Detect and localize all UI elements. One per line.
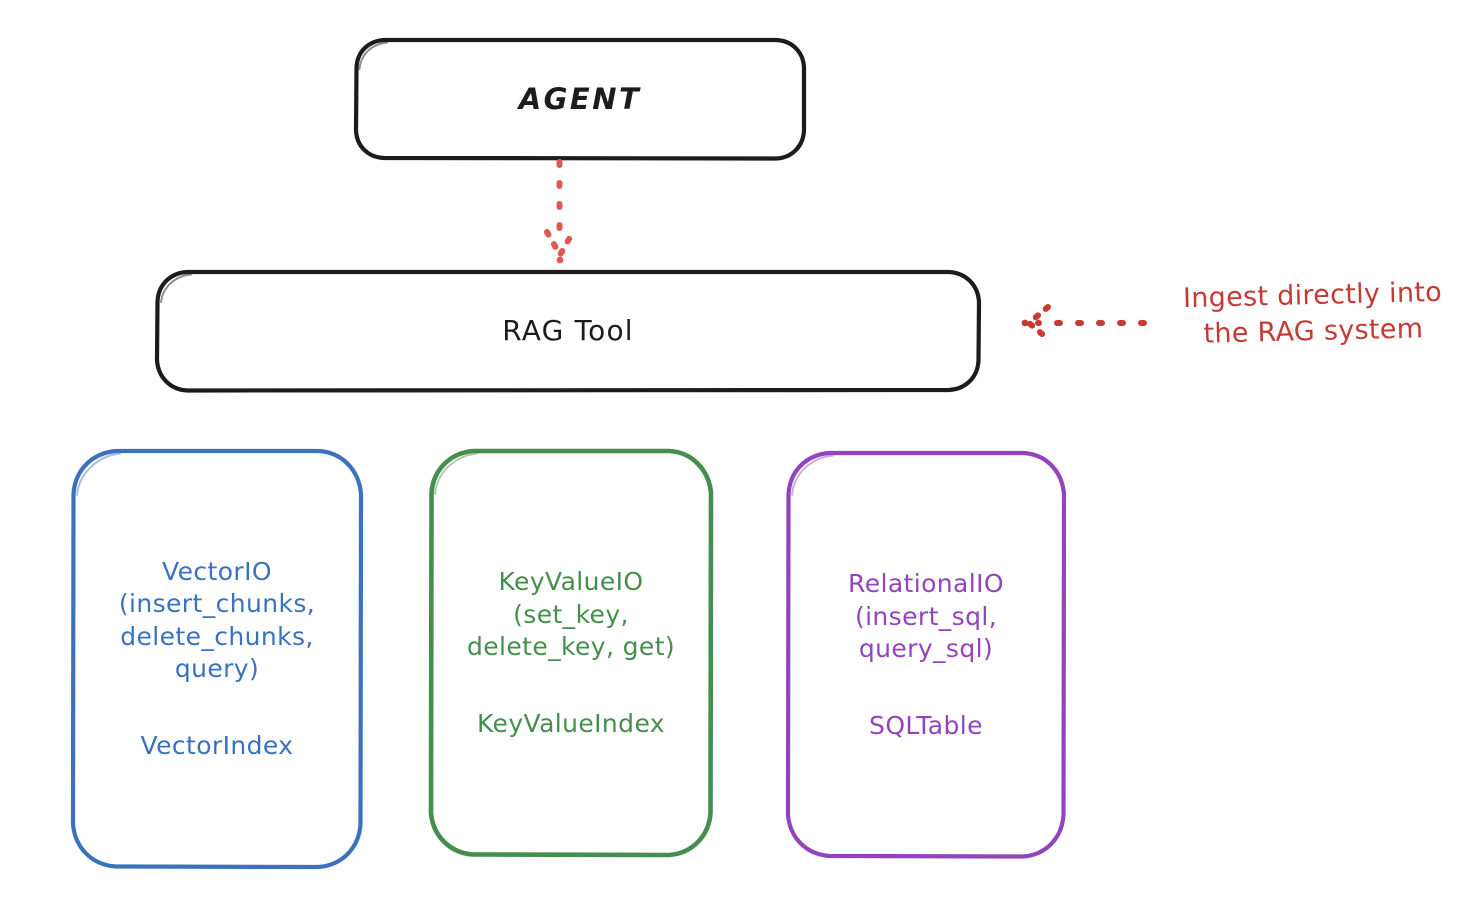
node-agent-label: AGENT: [518, 81, 642, 116]
node-rag-tool-label: RAG Tool: [502, 314, 634, 348]
node-vector-io-body: VectorIO (insert_chunks, delete_chunks, …: [70, 556, 364, 763]
node-vector-io[interactable]: VectorIO (insert_chunks, delete_chunks, …: [70, 448, 364, 870]
annotation-ingest-label: Ingest directly into the RAG system: [1182, 276, 1443, 351]
node-key-value-io[interactable]: KeyValueIO (set_key, delete_key, get) Ke…: [428, 448, 714, 858]
node-vector-io-interface-label: VectorIO (insert_chunks, delete_chunks, …: [118, 556, 316, 684]
node-relational-io-interface-label: RelationalIO (insert_sql, query_sql): [848, 569, 1004, 663]
node-key-value-io-body: KeyValueIO (set_key, delete_key, get) Ke…: [428, 566, 714, 740]
node-rag-tool[interactable]: RAG Tool: [154, 269, 982, 393]
arrow-agent-to-rag-tool: [544, 159, 576, 264]
node-relational-io-body: RelationalIO (insert_sql, query_sql) SQL…: [785, 568, 1067, 742]
node-relational-io[interactable]: RelationalIO (insert_sql, query_sql) SQL…: [785, 450, 1067, 860]
node-rag-tool-body: RAG Tool: [155, 314, 981, 347]
arrow-ingest-to-rag-tool: [1021, 304, 1147, 342]
node-relational-io-index-label: SQLTable: [869, 710, 983, 740]
node-key-value-io-index-label: KeyValueIndex: [476, 708, 665, 738]
node-agent[interactable]: AGENT: [353, 37, 807, 161]
node-key-value-io-interface-label: KeyValueIO (set_key, delete_key, get): [466, 567, 676, 661]
node-vector-io-index-label: VectorIndex: [140, 730, 294, 760]
node-agent-body: AGENT: [354, 82, 806, 116]
